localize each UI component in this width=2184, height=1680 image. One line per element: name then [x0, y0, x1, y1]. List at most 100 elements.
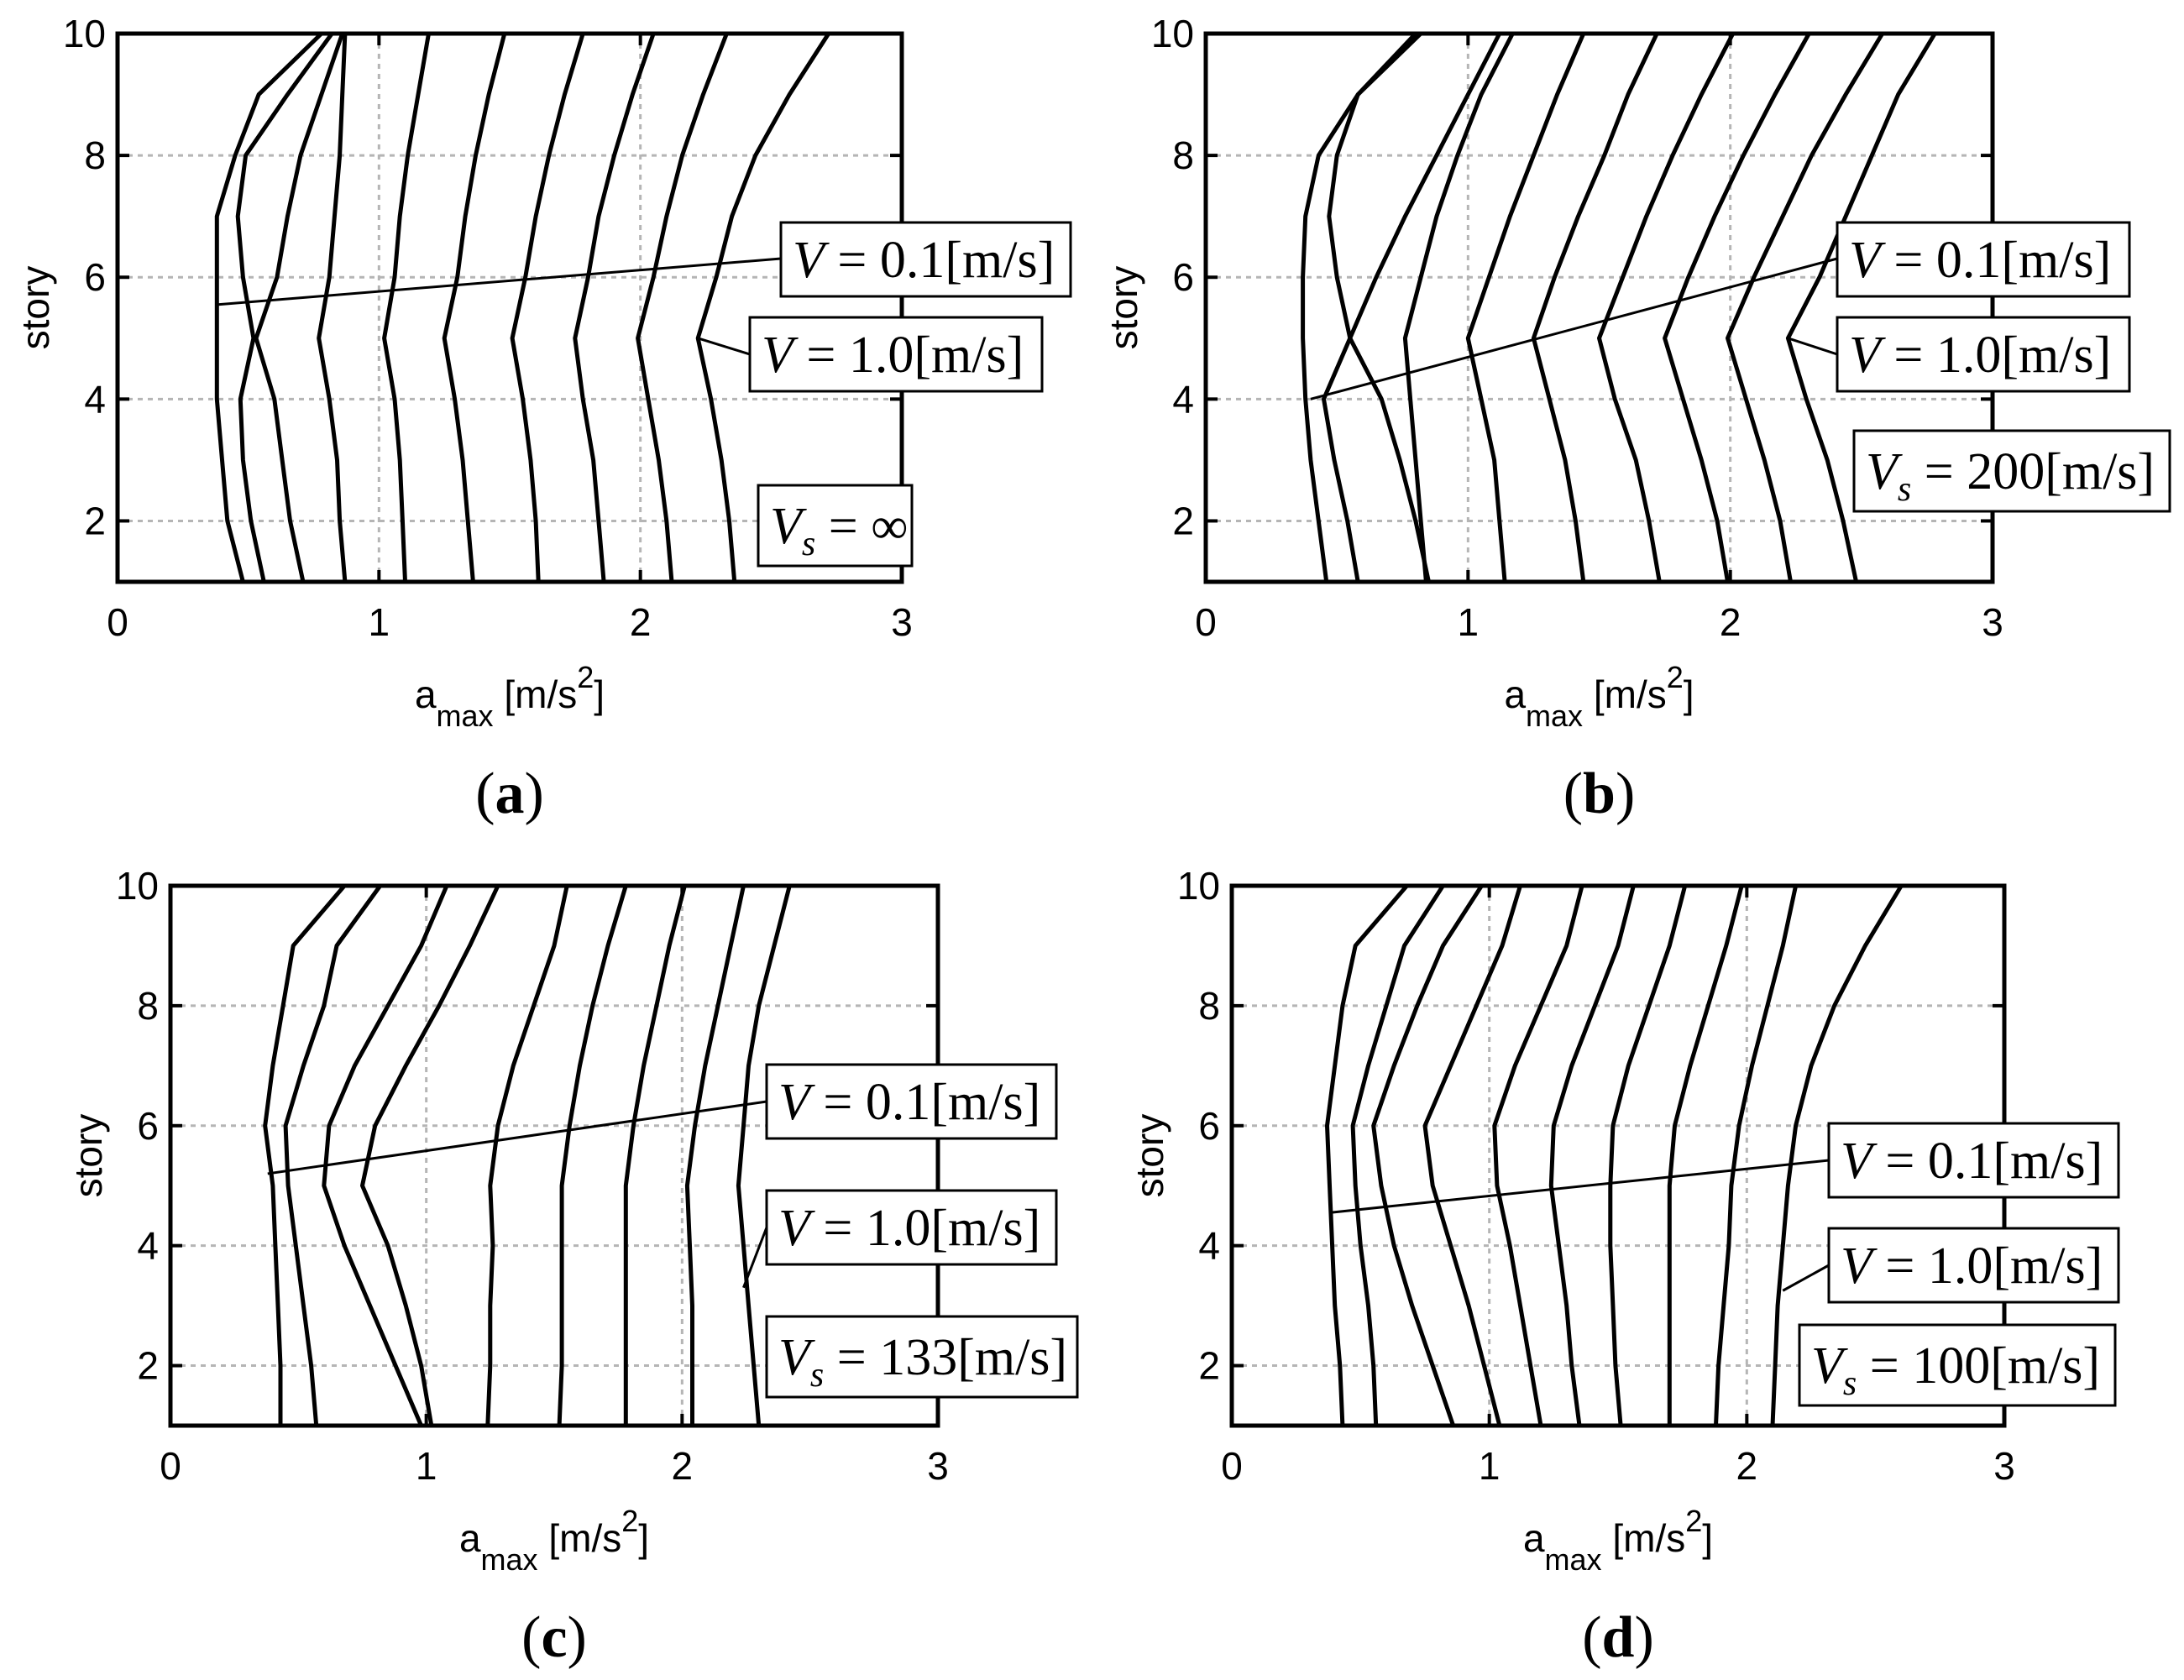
label-vs-frame — [757, 484, 914, 568]
y-axis-title: story — [1128, 1114, 1171, 1198]
series-line-8 — [684, 885, 746, 1426]
y-tick-label: 10 — [116, 864, 159, 908]
label-v-low-frame — [765, 1063, 1058, 1140]
y-tick-label: 4 — [1198, 1224, 1220, 1268]
series-line-2 — [1350, 884, 1445, 1426]
label-v-low-text: V = 0.1[m/s] — [1841, 1133, 2103, 1190]
series-line-1 — [214, 32, 323, 583]
label-v-low: V = 0.1[m/s] — [765, 1063, 1058, 1140]
x-tick-label: 3 — [1982, 600, 2003, 644]
label-v-high-text: V = 1.0[m/s] — [1841, 1238, 2103, 1295]
x-tick-label: 2 — [672, 1444, 694, 1488]
series-line-2 — [1322, 32, 1422, 583]
series-line-6 — [1531, 32, 1659, 583]
x-tick-label: 2 — [630, 600, 652, 644]
label-v-high-text: V = 1.0[m/s] — [778, 1200, 1040, 1257]
series-line-1 — [263, 884, 347, 1426]
label-v-low-frame — [1836, 221, 2131, 298]
x-tick-label: 0 — [1221, 1444, 1243, 1488]
plot-frame — [1203, 31, 1995, 584]
series-line-5 — [1492, 885, 1584, 1426]
y-tick-label: 2 — [137, 1344, 159, 1388]
series-line-3 — [254, 33, 345, 583]
series-line-7 — [1597, 32, 1736, 583]
y-tick-label: 2 — [84, 499, 106, 542]
label-v-high-frame — [748, 316, 1044, 393]
x-tick-label: 1 — [1458, 600, 1480, 644]
label-vs-frame — [1798, 1323, 2117, 1407]
label-v-low-text: V = 0.1[m/s] — [778, 1074, 1040, 1131]
leader-line-v-low — [267, 1100, 767, 1175]
panel-label: (d) — [1582, 1605, 1654, 1670]
y-tick-label: 10 — [1151, 12, 1194, 55]
series-line-6 — [442, 33, 507, 583]
x-tick-label: 3 — [927, 1444, 949, 1488]
label-v-low: V = 0.1[m/s] — [1827, 1122, 2120, 1199]
y-axis-title: story — [66, 1114, 110, 1198]
x-tick-label: 1 — [416, 1444, 437, 1488]
plot-frame — [115, 31, 904, 584]
leader-line-v-high — [697, 337, 751, 356]
label-vs: Vs = 200[m/s] — [1852, 429, 2171, 513]
label-v-high-text: V = 1.0[m/s] — [1849, 327, 2111, 384]
label-v-high: V = 1.0[m/s] — [1827, 1227, 2120, 1304]
series-line-10 — [1770, 884, 1904, 1426]
label-v-high-frame — [1836, 316, 2131, 393]
label-vs: Vs = 100[m/s] — [1798, 1323, 2117, 1407]
leader-line-v-low — [1329, 1159, 1830, 1214]
series-line-6 — [557, 885, 628, 1426]
series-line-6 — [1548, 885, 1636, 1426]
x-axis-title: amax [m/s2] — [459, 1504, 649, 1577]
leader-line-v-high — [1787, 337, 1838, 356]
series-line-9 — [636, 33, 729, 583]
series-line-9 — [1714, 885, 1799, 1426]
label-v-low-text: V = 0.1[m/s] — [793, 232, 1055, 289]
y-tick-label: 10 — [63, 12, 106, 55]
series-line-10 — [1785, 32, 1937, 583]
series-line-2 — [235, 32, 334, 583]
y-tick-label: 10 — [1177, 864, 1220, 908]
label-v-high-frame — [1827, 1227, 2120, 1304]
label-v-low-frame — [1827, 1122, 2120, 1199]
series-line-5 — [1465, 33, 1586, 583]
plot-frame — [168, 883, 940, 1428]
label-v-low-frame — [779, 221, 1072, 298]
series-line-10 — [695, 32, 830, 583]
y-tick-label: 2 — [1198, 1344, 1220, 1388]
series-line-7 — [1608, 885, 1688, 1426]
label-v-high: V = 1.0[m/s] — [765, 1189, 1058, 1266]
y-tick-label: 2 — [1172, 499, 1194, 542]
y-tick-label: 6 — [84, 255, 106, 299]
series-line-1 — [1301, 32, 1417, 583]
label-v-low-text: V = 0.1[m/s] — [1849, 232, 2111, 289]
series-line-7 — [510, 33, 585, 583]
label-vs-text: Vs = 200[m/s] — [1866, 443, 2155, 509]
leader-line-v-high — [1782, 1264, 1830, 1292]
label-v-high: V = 1.0[m/s] — [1836, 316, 2131, 393]
series-line-5 — [485, 885, 569, 1426]
y-tick-label: 8 — [84, 133, 106, 177]
y-tick-label: 4 — [84, 377, 106, 421]
leader-line-v-low — [217, 257, 782, 306]
leader-line-v-low — [1310, 257, 1838, 400]
panel-label: (a) — [475, 761, 544, 826]
y-tick-label: 8 — [1198, 984, 1220, 1028]
series-line-8 — [1663, 32, 1811, 583]
series-line-4 — [1422, 885, 1522, 1426]
x-tick-label: 0 — [160, 1444, 181, 1488]
label-vs-text: Vs = 133[m/s] — [778, 1329, 1067, 1395]
series-line-2 — [283, 884, 382, 1426]
label-v-low: V = 0.1[m/s] — [779, 221, 1072, 298]
series-line-3 — [1348, 32, 1502, 583]
x-tick-label: 1 — [369, 600, 390, 644]
series-line-3 — [1371, 884, 1484, 1426]
leader-line-v-high — [742, 1227, 768, 1289]
label-vs-frame — [765, 1315, 1079, 1399]
y-tick-label: 6 — [137, 1104, 159, 1148]
series-line-7 — [623, 885, 687, 1426]
series-line-4 — [360, 884, 500, 1426]
